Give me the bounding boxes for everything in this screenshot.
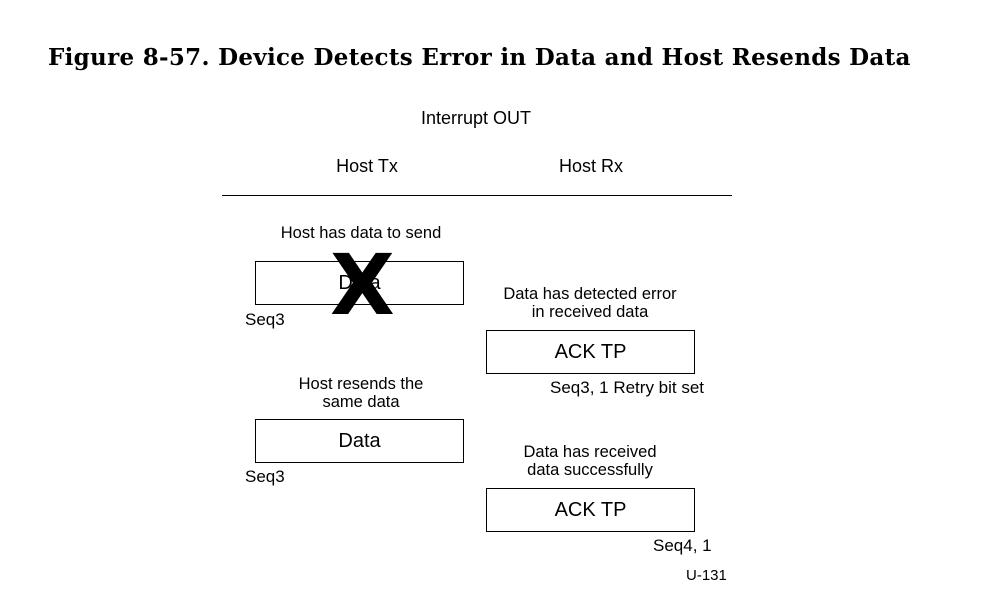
data-packet-label: Data: [338, 271, 381, 294]
figure-id: U-131: [686, 567, 727, 584]
note-host-resends-line2: same data: [322, 393, 400, 411]
note-host-resends-line1: Host resends the: [298, 375, 424, 393]
error-x-mark: X: [330, 236, 395, 334]
note-received-success-line2: data successfully: [527, 461, 653, 479]
note-received-success: Data has received data successfully: [465, 443, 715, 479]
diagram-title: Interrupt OUT: [420, 108, 532, 128]
note-error-detected-line1: Data has detected error: [503, 285, 677, 303]
ack-tp-retry-seq: Seq3, 1 Retry bit set: [550, 378, 705, 397]
data-packet-seq: Seq3: [245, 310, 285, 329]
data-packet-resent-seq: Seq3: [245, 467, 285, 486]
ack-tp-label: ACK TP: [554, 498, 627, 521]
note-error-detected-line2: in received data: [531, 303, 649, 321]
column-host-tx: Host Tx: [336, 156, 398, 176]
data-packet-label: Data: [338, 429, 381, 452]
note-host-has-data: Host has data to send: [280, 224, 442, 242]
note-host-resends: Host resends the same data: [236, 375, 486, 411]
note-received-success-line1: Data has received: [523, 443, 657, 461]
ack-tp-success-seq: Seq4, 1: [653, 536, 712, 555]
data-packet-corrupted: Data: [255, 261, 464, 305]
note-error-detected: Data has detected error in received data: [465, 285, 715, 321]
ack-tp-label: ACK TP: [554, 340, 627, 363]
header-divider: [222, 195, 732, 196]
column-host-rx: Host Rx: [558, 156, 623, 176]
figure-title: Figure 8-57. Device Detects Error in Dat…: [48, 44, 911, 71]
ack-tp-retry: ACK TP: [486, 330, 695, 374]
ack-tp-success: ACK TP: [486, 488, 695, 532]
data-packet-resent: Data: [255, 419, 464, 463]
